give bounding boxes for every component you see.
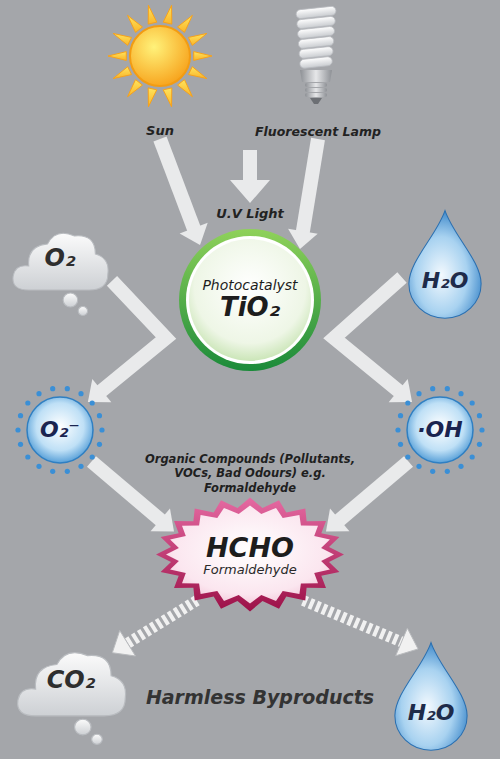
- water-drop: [388, 640, 474, 752]
- flow-arrow: [326, 462, 409, 532]
- arrow-shaft: [92, 462, 162, 522]
- arrow-head: [88, 379, 111, 402]
- light-source: Sun: [105, 4, 215, 139]
- flow-arrow: [160, 139, 208, 245]
- gas-cloud: CO₂: [12, 640, 130, 746]
- result-label: Harmless Byproducts: [140, 686, 380, 710]
- flow-arrow: [288, 139, 318, 249]
- node-text: O₂: [45, 245, 76, 273]
- node-text: Sun: [146, 124, 174, 139]
- arrow-head: [112, 630, 135, 656]
- node-text: HCHO: [206, 532, 294, 563]
- arrow-shaft: [303, 139, 318, 233]
- sun-icon: [105, 4, 215, 139]
- flow-arrow: [112, 601, 197, 657]
- arrow-shaft: [338, 462, 408, 522]
- arrow-shaft: [126, 601, 197, 645]
- radical-node: ·OH: [395, 385, 485, 475]
- pollutant-burst: HCHOFormaldehyde: [155, 497, 345, 612]
- arrow-shaft: [334, 277, 402, 392]
- node-text: TiO₂: [220, 293, 280, 323]
- lamp-icon: [248, 4, 388, 139]
- flow-arrow: [92, 462, 175, 532]
- water-drop-node: H₂O: [402, 208, 488, 320]
- uv-label: U.V Light: [190, 206, 310, 222]
- water-drop: [402, 208, 488, 320]
- water-drop-node: H₂O: [388, 640, 474, 752]
- arrow-head: [180, 223, 208, 245]
- arrow-shaft: [160, 139, 194, 230]
- node-text: O₂⁻: [40, 417, 80, 442]
- arrow-head: [389, 379, 412, 402]
- node-text: H₂O: [408, 700, 455, 725]
- radical-node: O₂⁻: [15, 385, 105, 475]
- arrow-shaft: [303, 601, 403, 643]
- note-text: Organic Compounds (Pollutants, VOCs, Bad…: [140, 452, 360, 495]
- arrow-shaft: [100, 281, 166, 392]
- gas-cloud: O₂: [8, 222, 112, 317]
- uv-arrow: [230, 150, 270, 203]
- arrow-head: [326, 508, 349, 531]
- arrow-head: [151, 508, 174, 531]
- node-text: Formaldehyde: [203, 563, 296, 578]
- arrow-head: [396, 628, 418, 656]
- flow-arrow: [334, 277, 412, 402]
- catalyst-node: PhotocatalystTiO₂: [178, 228, 322, 372]
- node-text: H₂O: [422, 268, 469, 293]
- flow-arrow: [303, 601, 418, 656]
- flow-arrow: [88, 281, 166, 402]
- light-source: Fluorescent Lamp: [248, 4, 388, 139]
- node-text: ·OH: [417, 417, 462, 442]
- node-text: Photocatalyst: [202, 277, 297, 293]
- node-text: Fluorescent Lamp: [255, 125, 381, 139]
- node-text: CO₂: [47, 667, 96, 695]
